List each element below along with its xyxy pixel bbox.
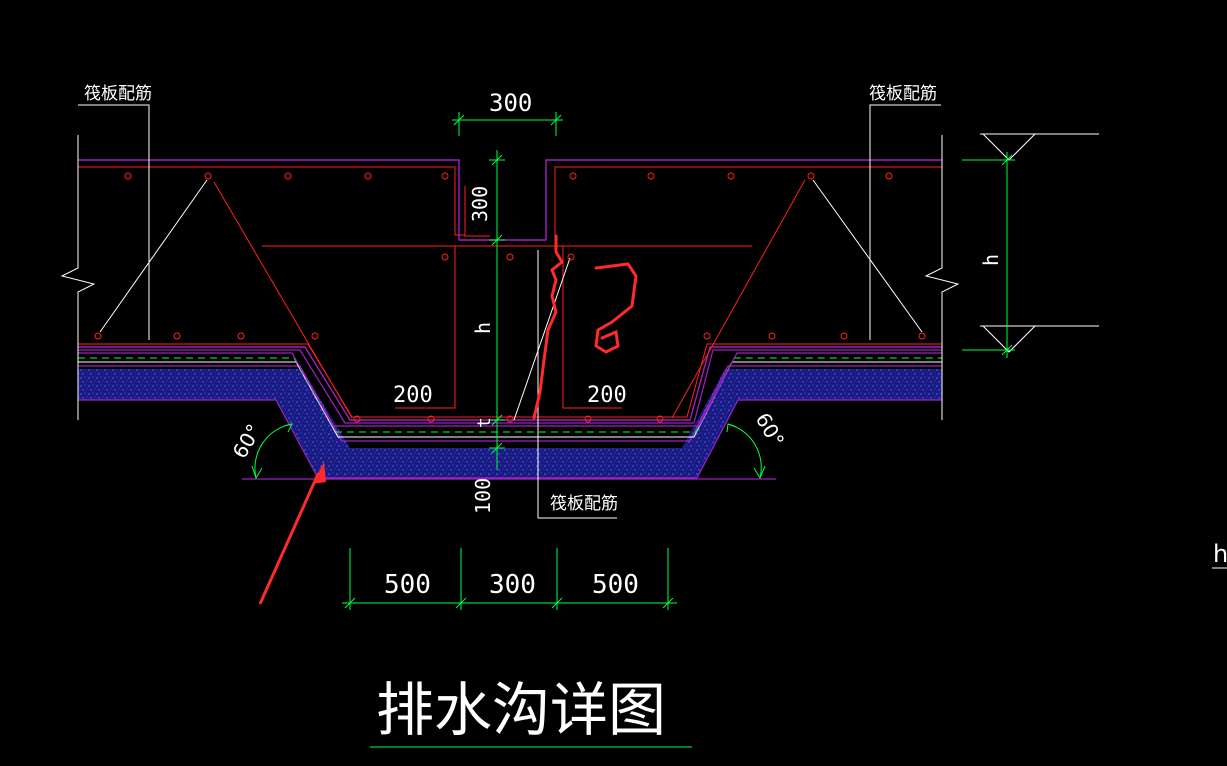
slab-outline-bottom-inner	[78, 349, 942, 424]
rebar-diagonal-right	[671, 179, 806, 419]
dimension-lines	[251, 112, 1015, 748]
slab-outline	[78, 159, 942, 241]
dim-right-offset: 200	[587, 383, 627, 408]
dim-bottom-right: 500	[592, 570, 639, 600]
rebar-dot	[703, 332, 711, 340]
rebar-dot	[584, 415, 592, 423]
rebar-dot	[441, 172, 449, 180]
dim-h-left: h	[471, 322, 495, 334]
rebar-dot	[768, 332, 776, 340]
leader-left	[78, 104, 150, 340]
rebar-dots	[94, 172, 926, 423]
dim-t: t	[474, 417, 495, 428]
rebar-dot	[204, 172, 212, 180]
angle-right: 60°	[751, 409, 790, 452]
level-mark-bottom	[981, 325, 1037, 353]
support-bar-left	[99, 179, 208, 333]
annotation-mark	[594, 262, 638, 354]
waterproof-layer-white	[78, 361, 942, 438]
dim-bottom-thickness: 100	[471, 478, 495, 514]
rebar-bottom	[78, 343, 942, 418]
rebar-diagonal-left	[213, 181, 353, 419]
rebar-top	[78, 166, 466, 236]
annotation-squiggle	[532, 234, 564, 420]
gravel-cushion-layer	[78, 369, 942, 478]
rebar-dot	[885, 172, 893, 180]
rebar-dot	[173, 332, 181, 340]
rebar-dot	[311, 332, 319, 340]
cushion-outline-top	[78, 365, 942, 442]
support-bar-right	[812, 179, 923, 333]
angle-left: 60°	[228, 420, 267, 463]
break-line-left	[60, 135, 96, 420]
rebar-label-bottom: 筏板配筋	[550, 494, 618, 514]
rebar-dot	[727, 172, 735, 180]
rebar-dot	[567, 253, 575, 261]
rebar-dot	[656, 415, 664, 423]
break-line-right	[924, 135, 960, 420]
rebar-dot	[840, 332, 848, 340]
rebar-dot	[647, 172, 655, 180]
rebar-dot	[364, 172, 372, 180]
rebar-label-right: 筏板配筋	[869, 84, 937, 104]
rebar-top-right	[554, 166, 942, 240]
drawing-title: 排水沟详图	[376, 676, 666, 744]
rebar-dot	[94, 332, 102, 340]
rebar-dot	[353, 415, 361, 423]
rebar-label-left: 筏板配筋	[84, 84, 152, 104]
edge-text: h	[1213, 540, 1227, 568]
rebar-dot	[506, 415, 514, 423]
rebar-dot	[569, 172, 577, 180]
rebar-dot	[441, 253, 449, 261]
dim-bottom-mid: 300	[489, 570, 536, 600]
leader-right	[869, 104, 941, 340]
dim-top-width: 300	[489, 89, 532, 117]
rebar-dot	[506, 253, 514, 261]
rebar-groove-left-side	[464, 186, 490, 237]
dim-left-offset: 200	[393, 383, 433, 408]
rebar-dot	[124, 172, 132, 180]
waterproof-layer-purple	[78, 352, 942, 427]
slab-outline-bottom	[78, 346, 942, 421]
dim-bottom-left: 500	[384, 570, 431, 600]
rebar-dot	[918, 332, 926, 340]
rebar-dot	[237, 332, 245, 340]
dim-top-depth: 300	[468, 186, 492, 222]
rebar-dot	[427, 415, 435, 423]
rebar-dot	[284, 172, 292, 180]
annotation-arrow	[258, 462, 326, 605]
support-bar-center	[513, 257, 571, 421]
waterproof-layer-green-dash	[78, 357, 942, 433]
rebar-inner-left	[395, 246, 456, 409]
level-mark-top	[981, 133, 1037, 161]
dim-h-right: h	[979, 254, 1003, 266]
rebar-dot	[807, 172, 815, 180]
cushion-outline-bottom	[78, 399, 942, 479]
rebar-inner-right	[562, 246, 622, 409]
